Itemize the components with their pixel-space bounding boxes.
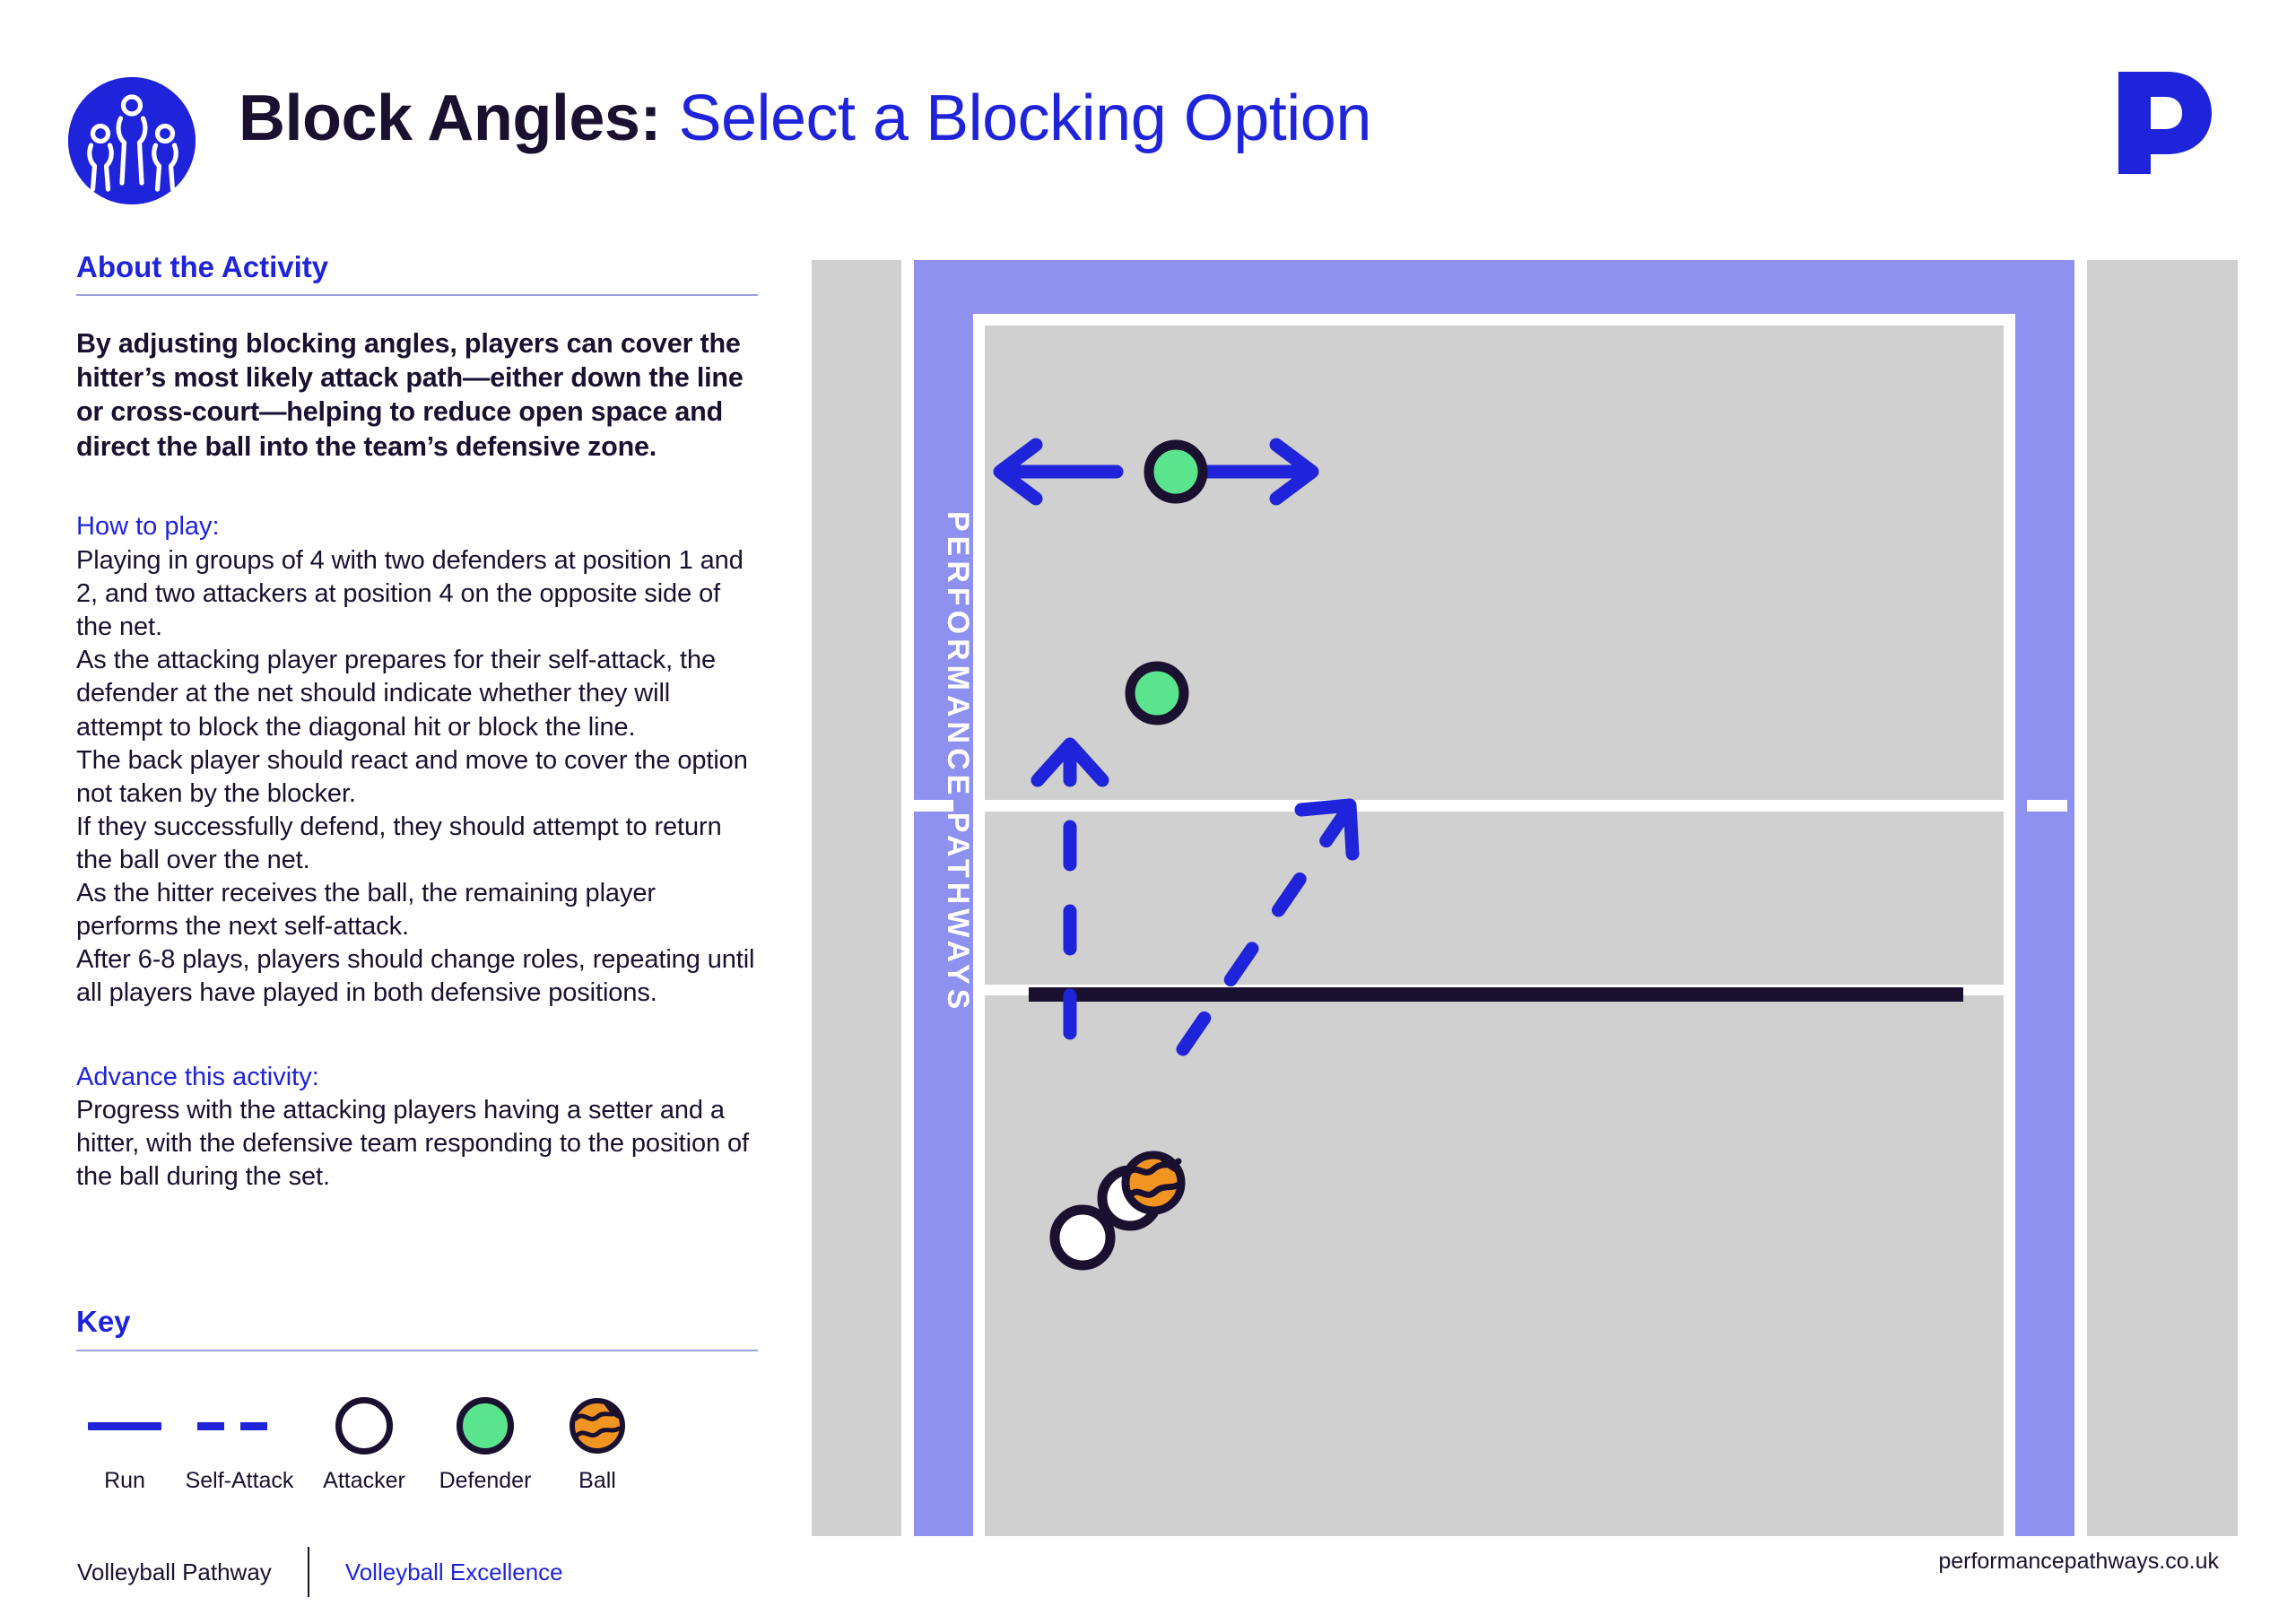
key-divider <box>76 1350 758 1351</box>
centre-line-dash-left <box>913 800 953 812</box>
volleyball-icon <box>569 1385 626 1466</box>
key-label-ball: Ball <box>578 1468 616 1493</box>
court-inner-right-line <box>2004 314 2015 1536</box>
key-item-run: Run <box>76 1385 173 1494</box>
court-endline-top-inner <box>973 314 2015 326</box>
self-attack-dashed-line-icon <box>196 1385 283 1466</box>
about-description: By adjusting blocking angles, players ca… <box>76 327 744 462</box>
footer-left: Volleyball Pathway Volleyball Excellence <box>77 1547 563 1597</box>
key-label-run: Run <box>104 1468 145 1493</box>
centre-line-dash-right <box>2027 800 2067 812</box>
run-arrow-left <box>993 438 1124 506</box>
about-divider <box>76 293 758 296</box>
court-diagram: PERFORMANCE PATHWAYS <box>812 260 2238 1536</box>
key-item-ball: Ball <box>548 1385 647 1494</box>
key-heading: Key <box>76 1305 131 1338</box>
advance-activity-block: Advance this activity: Progress with the… <box>76 1061 758 1194</box>
key-item-self-attack: Self-Attack <box>173 1385 306 1494</box>
marker-ball <box>1121 1151 1186 1215</box>
court-sideline-left <box>901 260 914 1536</box>
how-to-play-block: How to play: Playing in groups of 4 with… <box>76 510 758 1010</box>
court-centre-line <box>979 800 2009 812</box>
self-attack-arrow-line <box>1031 737 1109 1040</box>
self-attack-arrow-diagonal <box>1176 798 1360 1056</box>
how-to-play-body: Playing in groups of 4 with two defender… <box>76 545 755 1008</box>
run-arrow-right <box>1192 438 1319 506</box>
net-bar <box>1029 987 1963 1002</box>
advance-activity-heading: Advance this activity: <box>76 1062 319 1091</box>
key-label-self-attack: Self-Attack <box>185 1468 294 1493</box>
footer-excellence-label: Volleyball Excellence <box>344 1558 563 1585</box>
court-watermark: PERFORMANCE PATHWAYS <box>941 511 975 1013</box>
footer-website-url: performancepathways.co.uk <box>1938 1549 2219 1574</box>
key-legend: Key Run Self-Attack Attacker <box>76 1305 758 1494</box>
footer-pathway-label: Volleyball Pathway <box>77 1558 272 1585</box>
left-content-column: About the Activity By adjusting blocking… <box>76 249 758 1248</box>
court-sideline-right <box>2074 260 2087 1536</box>
court-inner-left-line <box>973 314 985 1536</box>
key-item-attacker: Attacker <box>306 1385 422 1494</box>
key-label-defender: Defender <box>439 1468 532 1493</box>
page-title-secondary: Select a Blocking Option <box>678 83 1371 154</box>
attacker-circle-icon <box>335 1385 393 1466</box>
page-title: Block Angles: Select a Blocking Option <box>239 86 1371 151</box>
defender-circle-icon <box>457 1385 514 1466</box>
three-players-circle-icon <box>68 77 196 204</box>
about-heading: About the Activity <box>76 250 329 283</box>
marker-defender-net <box>1125 661 1189 725</box>
page-title-primary: Block Angles: <box>239 83 679 154</box>
how-to-play-heading: How to play: <box>76 512 220 542</box>
key-item-defender: Defender <box>422 1385 548 1494</box>
run-line-icon <box>88 1385 161 1466</box>
court-inner <box>979 314 2009 1536</box>
page-header: Block Angles: Select a Blocking Option <box>0 0 2296 229</box>
key-items: Run Self-Attack Attacker Defender <box>76 1385 758 1494</box>
key-label-attacker: Attacker <box>323 1468 405 1493</box>
page-footer: Volleyball Pathway Volleyball Excellence… <box>0 1525 2296 1624</box>
performance-pathways-p-logo <box>2097 56 2231 190</box>
advance-activity-body: Progress with the attacking players havi… <box>76 1096 749 1192</box>
marker-attacker-back <box>1049 1204 1116 1271</box>
marker-defender-top <box>1144 439 1208 504</box>
footer-divider <box>307 1547 309 1597</box>
